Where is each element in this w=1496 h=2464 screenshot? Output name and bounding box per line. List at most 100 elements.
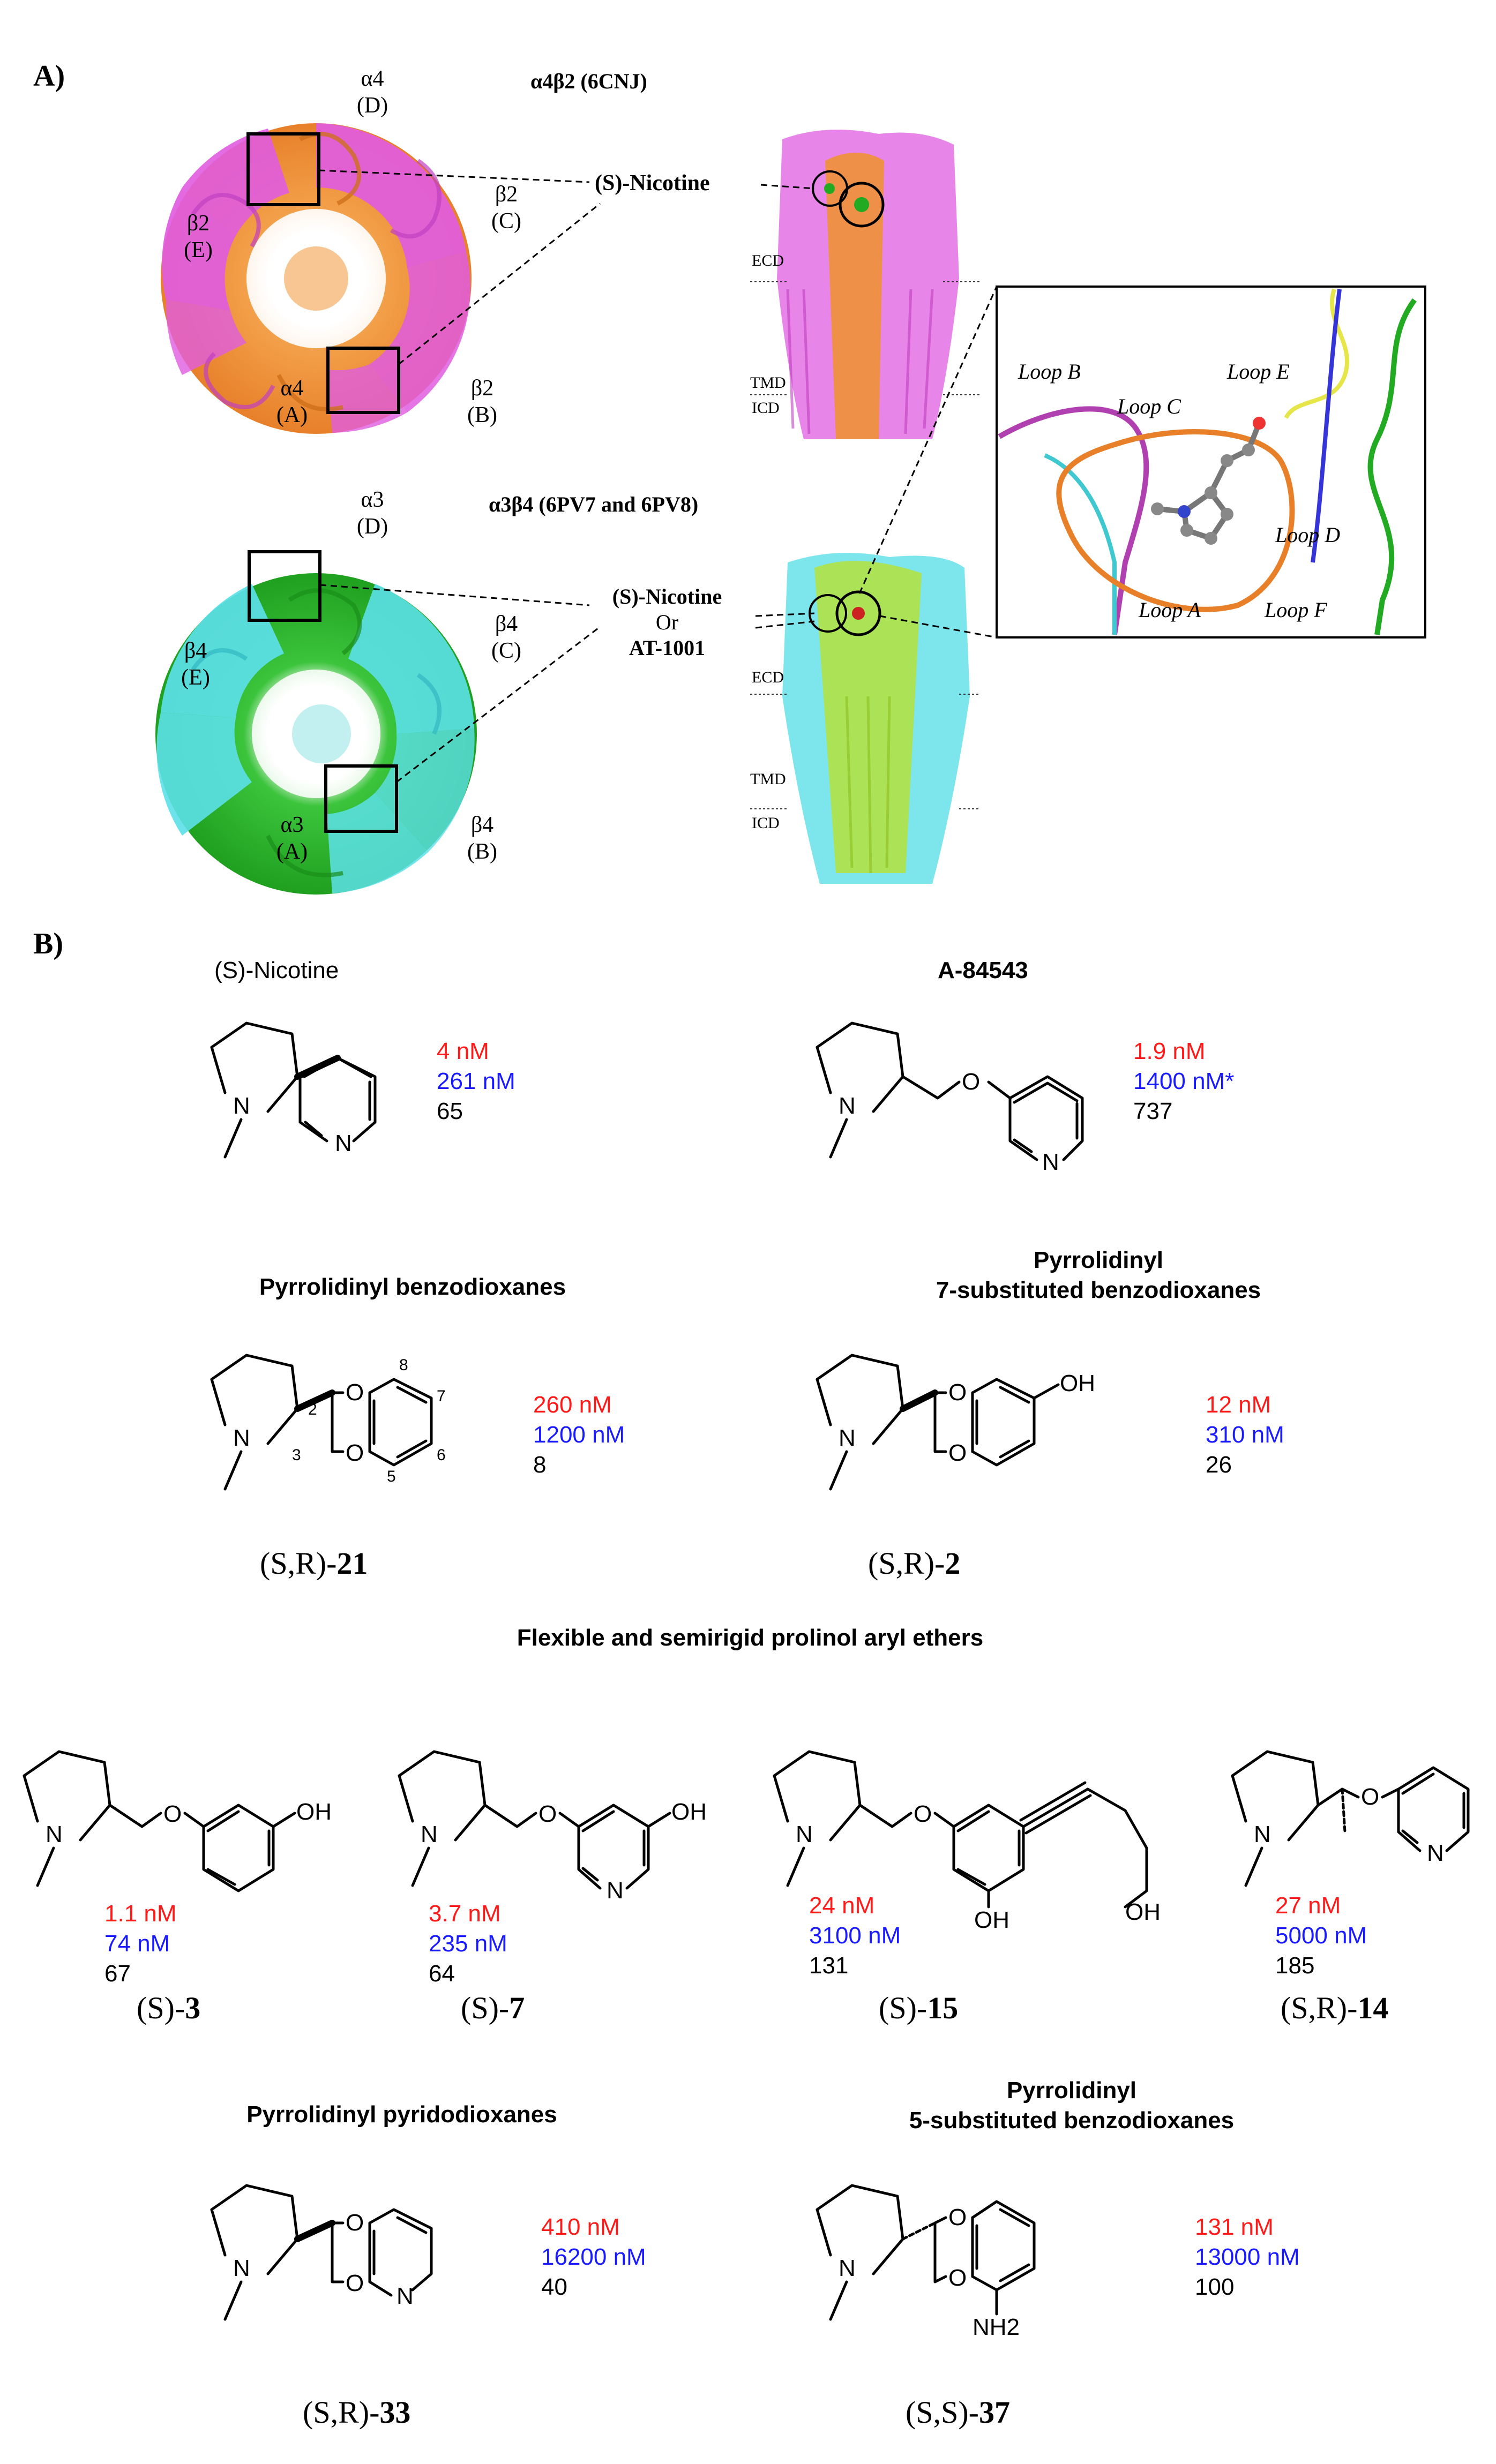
a3b4-subunit-b: β4(B)	[467, 813, 497, 864]
nicotine-values: 4 nM 261 nM 65	[437, 1036, 515, 1126]
section-pyridodioxanes: Pyrrolidinyl pyridodioxanes	[246, 2101, 557, 2128]
section-benzodioxanes: Pyrrolidinyl benzodioxanes	[259, 1274, 566, 1300]
compound-3-values: 1.1 nM 74 nM 67	[104, 1899, 177, 1989]
a4b2-ki: 24 nM	[809, 1892, 875, 1919]
a4b2-ecd-label: ECD	[752, 252, 784, 269]
compound-14-structure	[1231, 1750, 1470, 1887]
a3b4-tmd-label: TMD	[750, 770, 786, 788]
atom-n: N	[233, 2255, 250, 2281]
atom-n: N	[233, 1425, 250, 1451]
atom-o: O	[346, 1379, 364, 1406]
atom-n: N	[421, 1821, 438, 1847]
atom-n: N	[796, 1821, 813, 1847]
a3b4-ki: 5000 nM	[1275, 1922, 1367, 1949]
atom-n: N	[233, 1093, 250, 1119]
a4b2-ki: 131 nM	[1195, 2214, 1274, 2240]
loop-b-label: Loop B	[1018, 359, 1081, 384]
compound-2-values: 12 nM 310 nM 26	[1206, 1390, 1284, 1480]
compound-21-structure	[210, 1354, 433, 1491]
atom-n: N	[46, 1821, 63, 1847]
a4b2-tmd-label: TMD	[750, 374, 786, 392]
atom-n: N	[839, 1093, 856, 1119]
a4b2-subunit-b: β2(B)	[467, 376, 497, 427]
a3b4-ki: 1400 nM*	[1133, 1068, 1235, 1094]
a84543-values: 1.9 nM 1400 nM* 737	[1133, 1036, 1234, 1126]
compound-37-name: (S,S)-37	[906, 2395, 1010, 2430]
compound-21-name: (S,R)-21	[260, 1546, 368, 1581]
atom-o: O	[962, 1069, 981, 1095]
compound-7-values: 3.7 nM 235 nM 64	[429, 1899, 507, 1989]
atom-o: O	[346, 1440, 364, 1466]
atom-n: N	[335, 1130, 352, 1156]
a4b2-ki: 27 nM	[1275, 1892, 1341, 1919]
loop-c-label: Loop C	[1117, 394, 1181, 418]
atom-number: 3	[292, 1446, 301, 1464]
atom-n: N	[1427, 1840, 1444, 1866]
atom-n: N	[839, 2255, 856, 2281]
selectivity-ratio: 26	[1206, 1452, 1232, 1478]
atom-n: N	[1254, 1821, 1271, 1847]
a84543-title: A-84543	[938, 957, 1028, 983]
a4b2-subunit-d: α4(D)	[356, 66, 388, 118]
compound-14-values: 27 nM 5000 nM 185	[1275, 1891, 1367, 1981]
compound-37-values: 131 nM 13000 nM 100	[1195, 2212, 1300, 2302]
a84543-structure	[816, 1021, 1084, 1161]
atom-o: O	[948, 2265, 967, 2291]
atom-number: 2	[308, 1401, 317, 1418]
a3b4-ki: 16200 nM	[541, 2244, 646, 2270]
compound-7-structure	[398, 1750, 671, 1890]
a3b4-ki: 261 nM	[437, 1068, 515, 1094]
compound-7-name: (S)-7	[461, 1990, 525, 2025]
atom-o: O	[1361, 1784, 1380, 1810]
selectivity-ratio: 100	[1195, 2274, 1235, 2300]
compound-33-values: 410 nM 16200 nM 40	[541, 2212, 646, 2302]
a3b4-title: α3β4 (6PV7 and 6PV8)	[489, 492, 699, 516]
a3b4-subunit-d: α3(D)	[356, 487, 388, 539]
atom-oh: OH	[1060, 1370, 1095, 1396]
a4b2-ki: 3.7 nM	[429, 1900, 501, 1927]
atom-n: N	[1042, 1149, 1059, 1175]
atom-nh2: NH2	[973, 2314, 1020, 2340]
a3b4-ki: 310 nM	[1206, 1422, 1284, 1448]
selectivity-ratio: 8	[533, 1452, 547, 1478]
a4b2-side-view	[750, 130, 981, 439]
a4b2-ki: 1.1 nM	[104, 1900, 177, 1927]
a3b4-icd-label: ICD	[752, 814, 780, 832]
atom-o: O	[914, 1801, 932, 1827]
compound-15-name: (S)-15	[879, 1990, 959, 2025]
a3b4-ki: 3100 nM	[809, 1922, 901, 1949]
section-prolinol: Flexible and semirigid prolinol aryl eth…	[517, 1625, 984, 1651]
a4b2-subunit-a: α4(A)	[276, 376, 308, 427]
atom-oh: OH	[1125, 1899, 1161, 1925]
a3b4-side-view	[750, 553, 981, 884]
a3b4-ki: 235 nM	[429, 1930, 507, 1957]
selectivity-ratio: 737	[1133, 1098, 1173, 1124]
a3b4-subunit-a: α3(A)	[276, 813, 308, 864]
compound-33-name: (S,R)-33	[303, 2395, 411, 2430]
atom-number: 5	[387, 1468, 396, 1485]
a3b4-subunit-c: β4(C)	[491, 612, 521, 663]
selectivity-ratio: 40	[541, 2274, 567, 2300]
a4b2-ki: 1.9 nM	[1133, 1038, 1206, 1064]
a3b4-subunit-e: β4(E)	[181, 638, 210, 690]
selectivity-ratio: 185	[1275, 1952, 1315, 1979]
atom-number: 6	[437, 1446, 446, 1464]
a4b2-top-view	[161, 123, 472, 434]
selectivity-ratio: 65	[437, 1098, 463, 1124]
a4b2-icd-label: ICD	[752, 399, 780, 417]
a3b4-ki: 1200 nM	[533, 1422, 625, 1448]
a4b2-ligand-label: (S)-Nicotine	[595, 171, 710, 196]
loop-e-label: Loop E	[1227, 359, 1290, 384]
compound-2-structure	[816, 1354, 1060, 1491]
loop-d-label: Loop D	[1275, 523, 1341, 547]
compound-15-structure	[773, 1750, 1148, 1909]
compound-14-name: (S,R)-14	[1281, 1990, 1389, 2025]
atom-number: 7	[437, 1387, 446, 1405]
compound-33-structure	[210, 2184, 433, 2321]
selectivity-ratio: 67	[104, 1960, 131, 1987]
a4b2-ki: 12 nM	[1206, 1392, 1271, 1418]
